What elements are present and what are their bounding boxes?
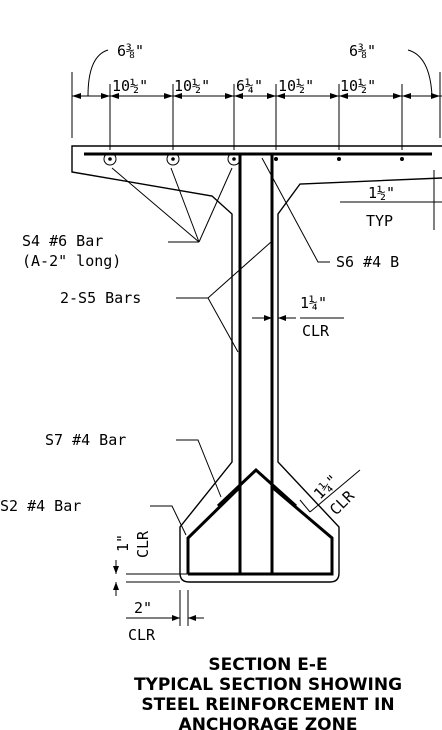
- dim-side-cover: 1": [114, 534, 132, 552]
- dim-web-cover: 1¼": [300, 294, 327, 312]
- title-line3: STEEL REINFORCEMENT IN: [141, 695, 394, 715]
- dim-spacing-2: 10½": [174, 77, 210, 95]
- dim-side-cover-note: CLR: [134, 530, 152, 558]
- dim-top-right-outer: 6⅜": [349, 42, 376, 60]
- title-line2: TYPICAL SECTION SHOWING: [134, 675, 402, 695]
- label-s2: S2 #4 Bar: [0, 497, 81, 515]
- title-line1: SECTION E-E: [208, 655, 327, 675]
- dim-spacing-1: 10½": [112, 77, 148, 95]
- top-dimension-chain: [71, 49, 442, 150]
- dim-flange-cover-note: TYP: [366, 212, 393, 230]
- dim-top-left-outer: 6⅜": [117, 42, 144, 60]
- dim-spacing-5: 10½": [340, 77, 376, 95]
- title-block: SECTION E-E TYPICAL SECTION SHOWING STEE…: [134, 655, 402, 730]
- flange-cover-dim: [340, 170, 442, 230]
- dim-bottom-cover: 2": [134, 599, 152, 617]
- title-line4: ANCHORAGE ZONE: [179, 715, 358, 730]
- dim-bottom-cover-note: CLR: [128, 626, 156, 644]
- label-s5: 2-S5 Bars: [60, 289, 141, 307]
- reinforcement: [84, 152, 432, 576]
- dim-spacing-3: 6¼": [236, 77, 263, 95]
- label-s7: S7 #4 Bar: [45, 431, 126, 449]
- label-s4-line2: (A-2" long): [22, 252, 121, 270]
- dim-web-cover-note: CLR: [302, 322, 330, 340]
- leader-lines: [111, 157, 361, 536]
- cover-dims: [113, 560, 204, 626]
- girder-outline: [71, 145, 442, 583]
- label-s6: S6 #4 B: [336, 253, 399, 271]
- dim-spacing-4: 10½": [278, 77, 314, 95]
- dim-flange-cover: 1½": [368, 184, 395, 202]
- label-s4-line1: S4 #6 Bar: [22, 232, 103, 250]
